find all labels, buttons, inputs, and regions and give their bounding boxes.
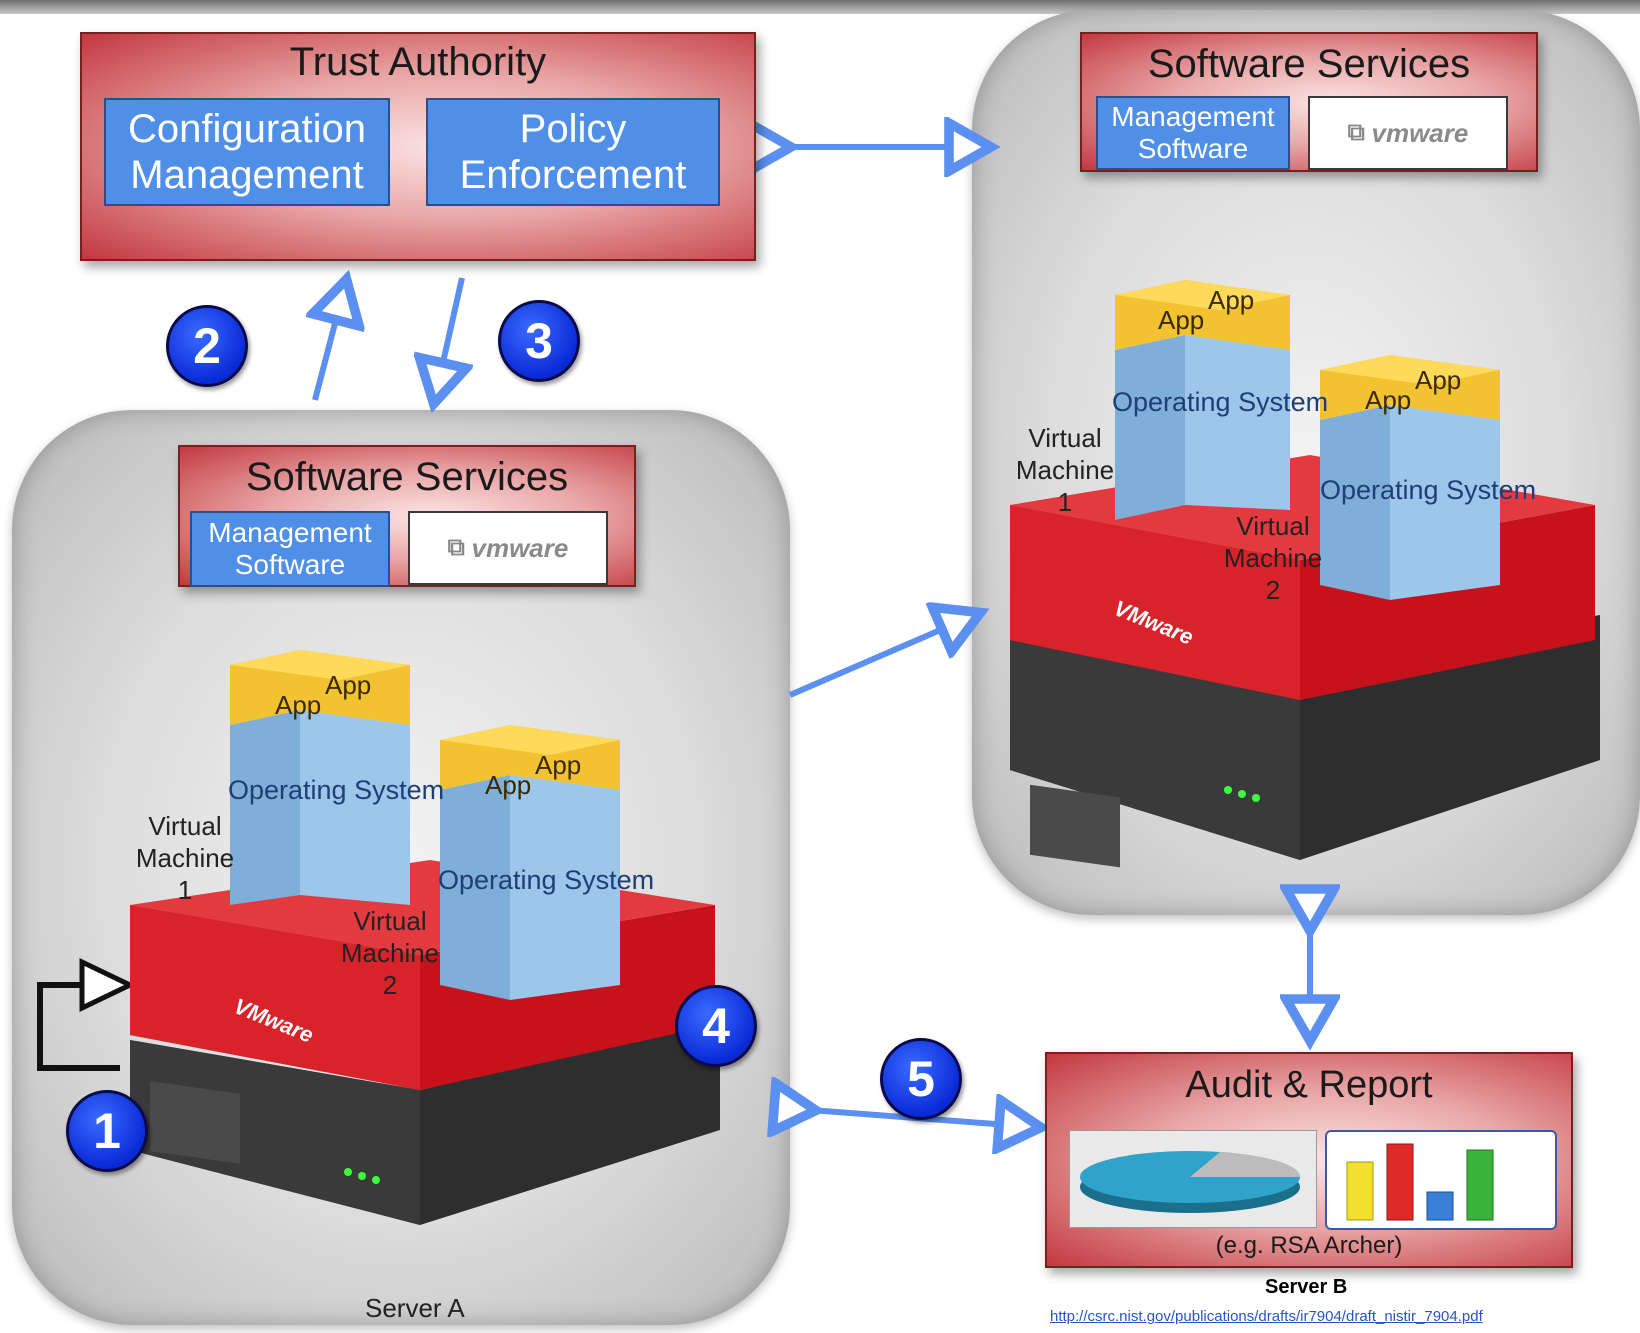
- server-b-software-services-box: Software Services Management Software ⧉ …: [1080, 32, 1538, 172]
- configuration-management-box: Configuration Management: [104, 98, 390, 206]
- server-b-vm2-line2: Machine: [1223, 543, 1323, 573]
- trust-authority-title: Trust Authority: [289, 40, 547, 84]
- server-b-vm2-label: Virtual Machine 2: [1218, 510, 1328, 606]
- audit-example: (e.g. RSA Archer): [1215, 1232, 1403, 1259]
- vmware-logo-icon: ⧉: [447, 534, 472, 561]
- server-a-vmware-logo: ⧉ vmware: [408, 511, 608, 585]
- bar-chart-icon: [1346, 1143, 1494, 1221]
- audit-report-title: Audit & Report: [1185, 1064, 1433, 1106]
- server-b-vm2-app-1: App: [1365, 385, 1412, 415]
- arrow-step3: [435, 277, 462, 398]
- server-b-vm1-app-1: App: [1158, 305, 1205, 335]
- pie-chart-thumbnail: [1069, 1130, 1317, 1228]
- server-a-software-services-box: Software Services Management Software ⧉ …: [178, 445, 636, 587]
- server-b-management-software: Management Software: [1096, 96, 1290, 170]
- server-a-vm2-label: Virtual Machine 2: [335, 905, 445, 1001]
- policy-enforcement-box: Policy Enforcement: [426, 98, 720, 206]
- server-a-vm1-label: Virtual Machine 1: [130, 810, 240, 906]
- server-a-vm2-line2: Machine: [340, 938, 440, 968]
- server-b-vm2-line1: Virtual: [1236, 511, 1310, 541]
- trust-authority-box: Trust Authority Configuration Management…: [80, 32, 756, 261]
- server-b-mgmt-line2: Software: [1137, 133, 1249, 164]
- server-b-vm1-app-2: App: [1208, 285, 1255, 315]
- server-a-vm1-app-1: App: [275, 690, 322, 720]
- step-3-badge: 3: [498, 300, 580, 382]
- step-4-badge: 4: [675, 985, 757, 1067]
- server-b-vm2-line3: 2: [1265, 575, 1281, 605]
- server-b-services-title: Software Services: [1147, 42, 1471, 86]
- server-a-vm1-line1: Virtual: [148, 811, 222, 841]
- server-a-vm1-line2: Machine: [135, 843, 235, 873]
- server-b-vm1-os: Operating System: [1112, 387, 1329, 417]
- server-b-vm1-line3: 1: [1057, 487, 1073, 517]
- pie-chart-icon: [1080, 1151, 1300, 1213]
- server-b-mgmt-line1: Management: [1111, 101, 1275, 132]
- server-a-vm2-app-1: App: [485, 770, 532, 800]
- server-a-caption: Server A: [365, 1293, 465, 1323]
- server-a-vm2-line1: Virtual: [353, 906, 427, 936]
- arrow-step2: [315, 285, 345, 401]
- server-b-vm2-os: Operating System: [1320, 475, 1537, 505]
- server-b-vm1-line1: Virtual: [1028, 423, 1102, 453]
- server-b-vm1-label: Virtual Machine 1: [1010, 422, 1120, 518]
- audit-report-box: Audit & Report (e.g. RSA Archer): [1045, 1052, 1573, 1268]
- server-b-vm2-app-2: App: [1415, 365, 1462, 395]
- server-b-caption: Server B: [1265, 1276, 1348, 1298]
- config-line1: Configuration: [128, 107, 366, 151]
- server-a-vm1-os: Operating System: [228, 775, 445, 805]
- step-5-badge: 5: [880, 1038, 962, 1120]
- server-a-vm2-line3: 2: [382, 970, 398, 1000]
- server-a-vm1-line3: 1: [177, 875, 193, 905]
- config-line2: Management: [130, 153, 364, 197]
- step-2-badge: 2: [166, 305, 248, 387]
- source-link[interactable]: http://csrc.nist.gov/publications/drafts…: [1050, 1308, 1483, 1325]
- policy-line1: Policy: [519, 107, 627, 151]
- bar-chart-thumbnail: [1325, 1130, 1557, 1230]
- server-a-vm2-os: Operating System: [438, 865, 655, 895]
- server-a-vm2-app-2: App: [535, 750, 582, 780]
- policy-line2: Enforcement: [459, 153, 687, 197]
- server-b-vmware-logo: ⧉ vmware: [1308, 96, 1508, 170]
- server-b-vmware-text: vmware: [1371, 117, 1469, 148]
- arrow-serverA-serverB: [788, 615, 975, 698]
- server-a-management-software: Management Software: [190, 511, 390, 587]
- step-1-badge: 1: [66, 1090, 148, 1172]
- server-a-vmware-text: vmware: [471, 532, 569, 563]
- server-a-vm1-app-2: App: [325, 670, 372, 700]
- vmware-logo-icon: ⧉: [1347, 119, 1372, 146]
- arrow-step1-loop: [37, 982, 120, 1071]
- server-a-mgmt-line1: Management: [208, 517, 372, 548]
- server-a-mgmt-line2: Software: [234, 549, 346, 580]
- server-b-vm1-line2: Machine: [1015, 455, 1115, 485]
- server-a-services-title: Software Services: [245, 455, 569, 499]
